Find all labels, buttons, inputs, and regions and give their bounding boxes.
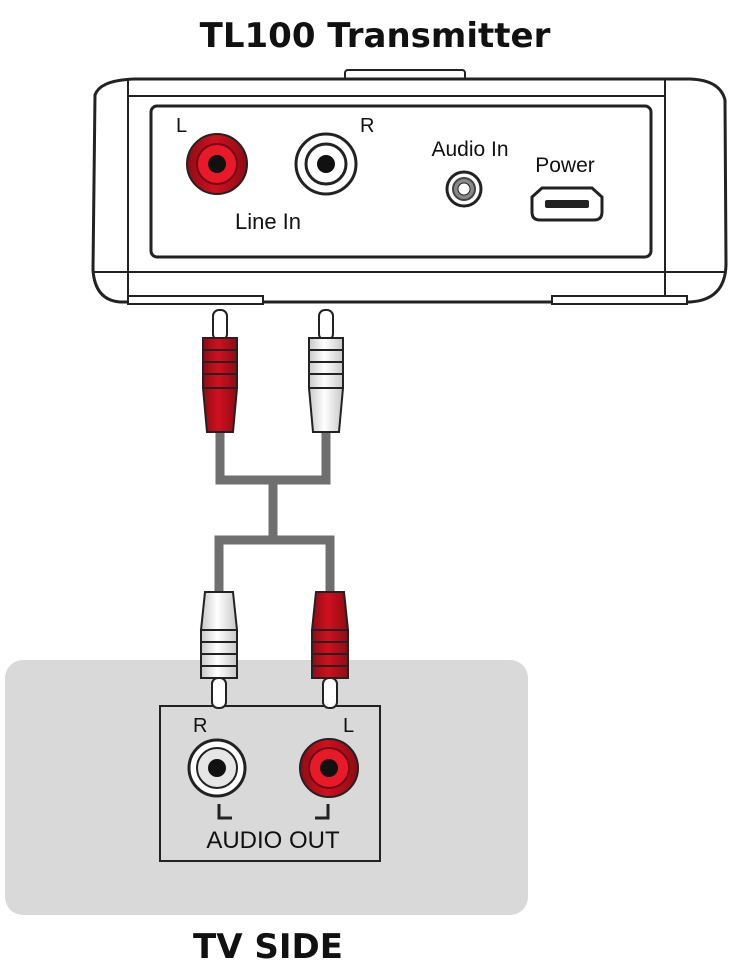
power-label: Power <box>535 154 595 177</box>
page-title: TL100 Transmitter <box>200 16 551 56</box>
transmitter-device <box>91 69 728 305</box>
tv-right-jack <box>187 738 247 798</box>
red-plug-top <box>201 309 239 433</box>
tv-panel <box>5 660 528 915</box>
line-in-right-label: R <box>360 115 374 137</box>
audio-out-label: AUDIO OUT <box>206 827 340 854</box>
tv-left-label: L <box>343 715 354 737</box>
line-in-label: Line In <box>235 209 301 234</box>
line-in-left-jack <box>186 133 248 195</box>
audio-in-label: Audio In <box>431 138 508 161</box>
power-port <box>530 186 604 222</box>
line-in-right-jack <box>294 132 358 196</box>
audio-in-jack <box>445 170 483 208</box>
white-plug-bottom <box>199 591 239 709</box>
tv-right-label: R <box>193 715 207 737</box>
white-plug-top <box>307 309 345 433</box>
red-plug-bottom <box>310 591 350 709</box>
line-in-left-label: L <box>176 115 187 137</box>
tv-audio-out-box <box>159 705 381 862</box>
audio-cable <box>214 432 335 592</box>
audio-out-bracket <box>217 804 330 820</box>
tv-left-jack <box>299 738 359 798</box>
tv-side-title: TV SIDE <box>193 927 343 967</box>
